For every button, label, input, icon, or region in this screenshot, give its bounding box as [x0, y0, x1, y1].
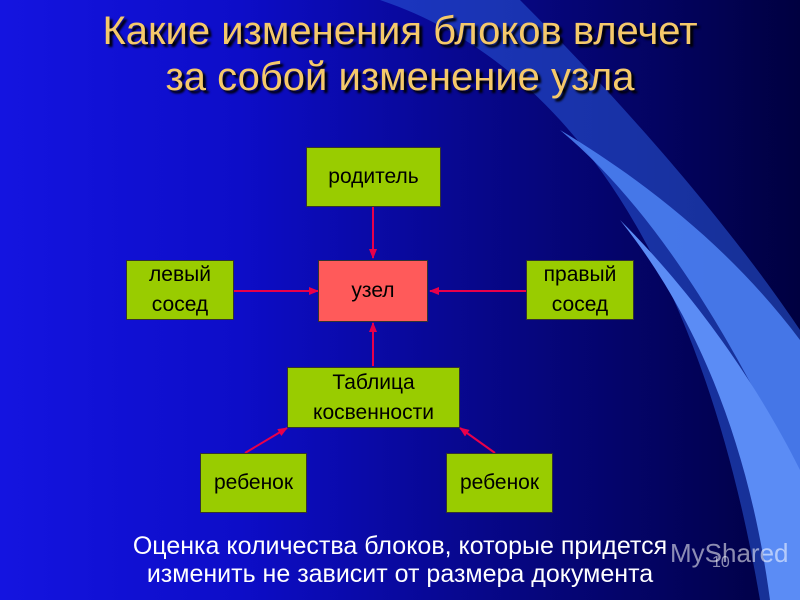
- title-line-2: за собой изменение узла: [165, 55, 635, 99]
- child-left-box: ребенок: [200, 453, 307, 513]
- bottom-caption-line-1: Оценка количества блоков, которые придет…: [132, 532, 668, 560]
- watermark-text: MyShared: [670, 538, 789, 568]
- page-number: 10: [712, 554, 730, 571]
- parent-label: родитель: [328, 165, 419, 188]
- parent-box: родитель: [306, 147, 441, 207]
- right-neighbor-line-1: правый: [543, 263, 617, 286]
- title-line-1: Какие изменения блоков влечет: [102, 9, 698, 53]
- child-right-label: ребенок: [459, 471, 540, 494]
- node-box: узел: [318, 260, 428, 322]
- indirection-table-line-2: косвенности: [313, 400, 434, 424]
- bottom-caption-line-2: изменить не зависит от размера документа: [146, 560, 654, 588]
- indirection-table-line-1: Таблица: [332, 370, 415, 394]
- child-left-label: ребенок: [213, 471, 294, 494]
- right-neighbor-box: правый сосед: [526, 260, 634, 320]
- left-neighbor-box: левый сосед: [126, 260, 234, 320]
- left-neighbor-line-1: левый: [149, 263, 211, 286]
- node-label: узел: [351, 279, 395, 302]
- left-neighbor-line-2: сосед: [151, 293, 209, 316]
- indirection-table-box: Таблица косвенности: [287, 367, 460, 428]
- slide-title: Какие изменения блоков влечет за собой и…: [0, 8, 800, 100]
- child-right-box: ребенок: [446, 453, 553, 513]
- watermark: MyShared 10: [670, 538, 789, 571]
- right-neighbor-line-2: сосед: [551, 293, 609, 316]
- bottom-caption: Оценка количества блоков, которые придет…: [0, 532, 800, 588]
